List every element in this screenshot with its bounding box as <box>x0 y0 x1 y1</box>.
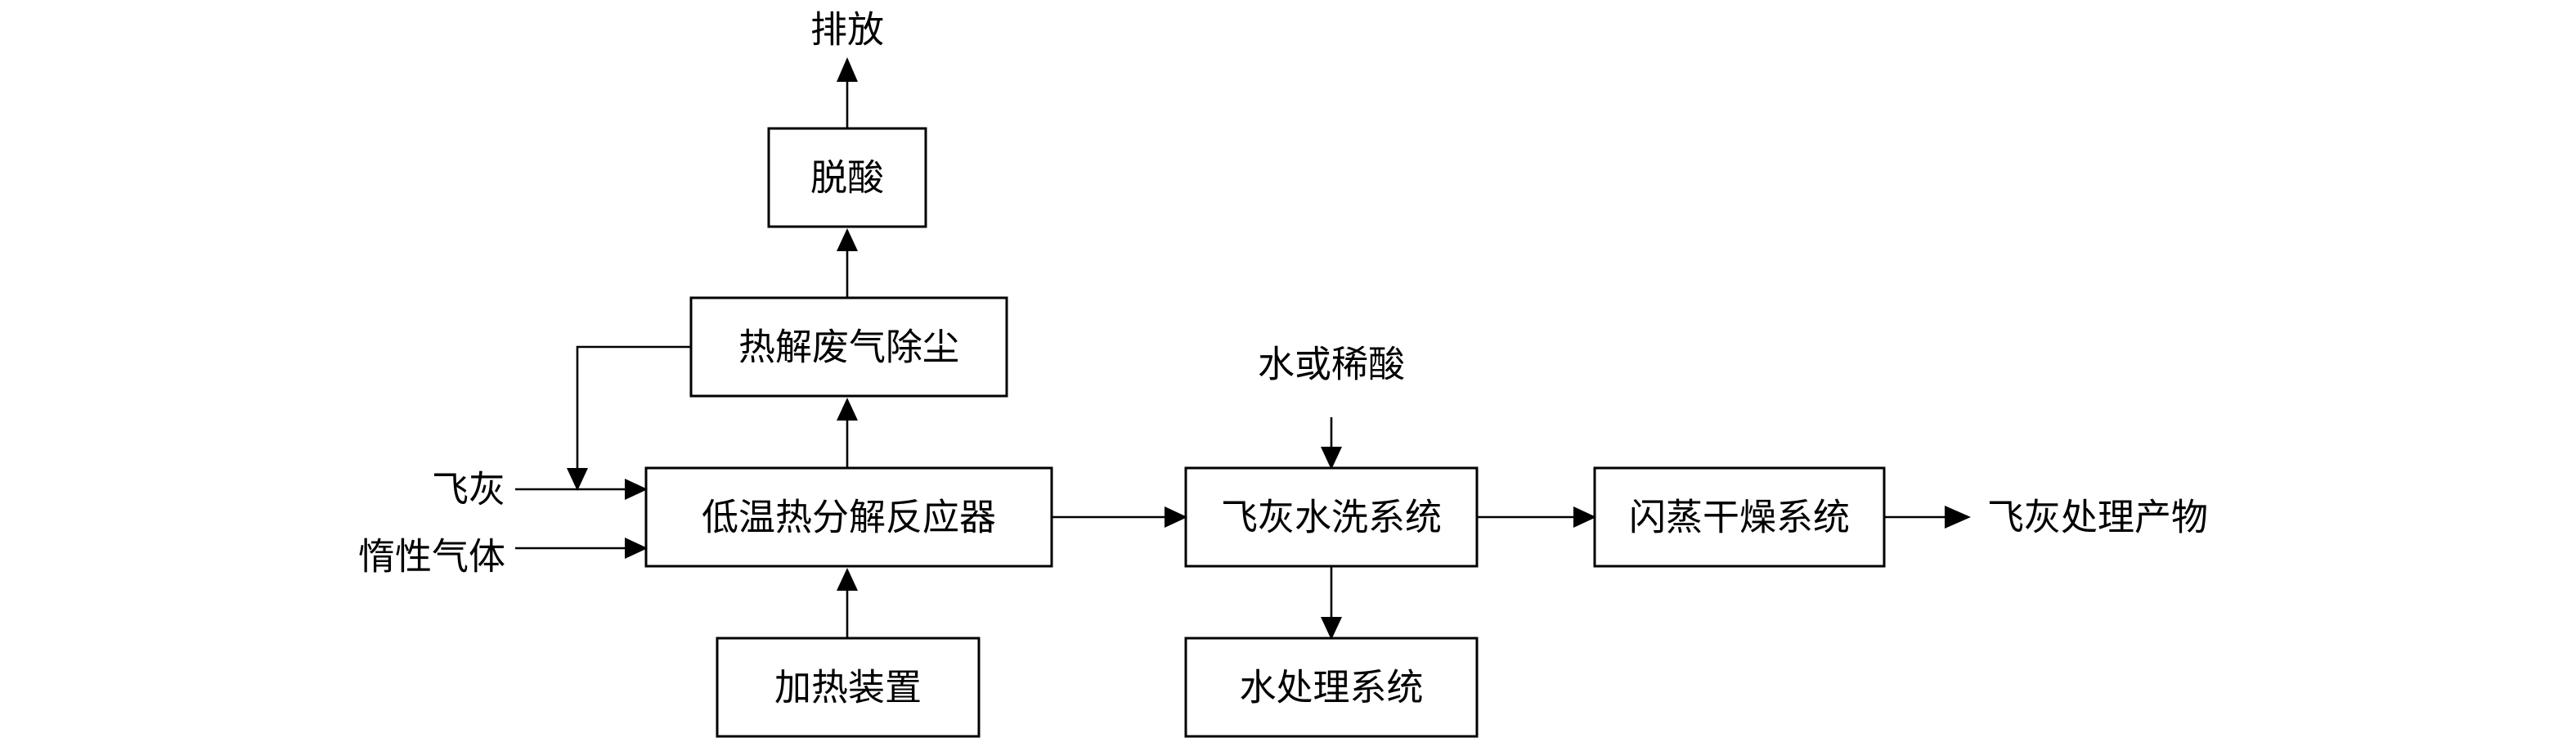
water-acid-input-label: 水或稀酸 <box>1258 343 1405 386</box>
water-treatment-box <box>1184 637 1479 738</box>
washing-label: 飞灰水洗系统 <box>1221 496 1442 539</box>
water-treatment-label: 水处理系统 <box>1239 666 1423 709</box>
inert-gas-input-label: 惰性气体 <box>358 535 505 578</box>
arrow-to-product <box>1945 506 1971 529</box>
arrow-to-reactor-from-heater <box>837 568 858 591</box>
connector-lines <box>515 80 1946 638</box>
arrow-to-exhaust <box>837 57 858 82</box>
product-label: 飞灰处理产物 <box>1987 496 2208 539</box>
fly-ash-input-label: 飞灰 <box>432 468 505 511</box>
arrow-fly-ash-in <box>625 479 648 500</box>
deacid-box <box>767 127 927 228</box>
heater-label: 加热装置 <box>774 666 922 709</box>
dust-removal-box <box>689 296 1008 398</box>
arrow-to-flash-drying <box>1573 506 1596 528</box>
flash-drying-box <box>1593 466 1886 568</box>
arrow-to-water-treatment <box>1321 617 1342 640</box>
arrow-to-dust-removal <box>837 398 858 421</box>
arrow-recycle-down <box>567 468 588 491</box>
exhaust-label: 排放 <box>810 8 884 52</box>
heater-box <box>716 637 981 738</box>
arrow-to-washing <box>1165 506 1187 528</box>
flash-drying-label: 闪蒸干燥系统 <box>1629 496 1850 539</box>
arrow-to-deacid <box>837 228 858 251</box>
dust-removal-label: 热解废气除尘 <box>738 326 959 369</box>
reactor-box <box>644 466 1053 568</box>
arrow-water-acid-in <box>1321 447 1342 470</box>
reactor-label: 低温热分解反应器 <box>702 496 996 539</box>
deacid-label: 脱酸 <box>810 156 884 200</box>
arrow-inert-gas-in <box>625 538 648 559</box>
